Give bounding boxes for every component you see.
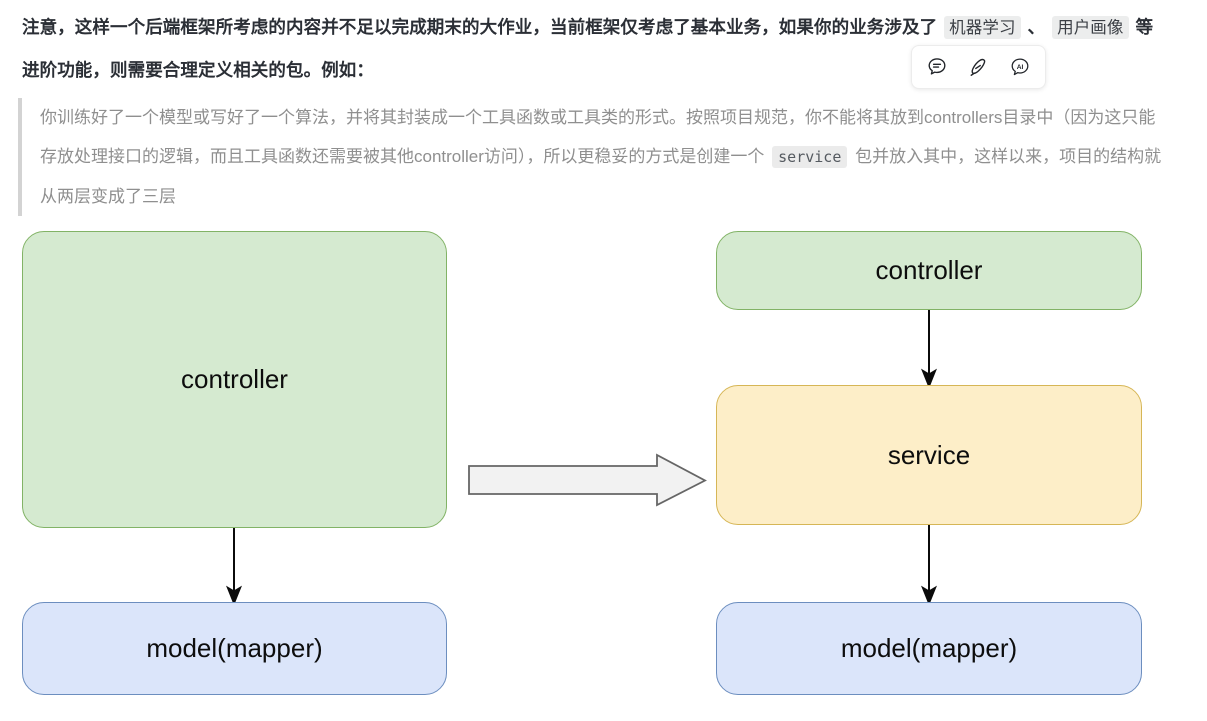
blockquote-part1: 你训练好了一个模型或写好了一个算法，并将其封装成一个工具函数或工具类的形式。按照…: [40, 108, 1156, 166]
node-label: controller: [181, 364, 288, 394]
node-right-model-mapper[interactable]: model(mapper): [716, 602, 1142, 695]
blockquote: 你训练好了一个模型或写好了一个算法，并将其封装成一个工具函数或工具类的形式。按照…: [18, 98, 1168, 216]
feather-icon[interactable]: [961, 50, 995, 84]
node-right-controller[interactable]: controller: [716, 231, 1142, 310]
intro-paragraph: 注意，这样一个后端框架所考虑的内容并不足以完成期末的大作业，当前框架仅考虑了基本…: [22, 6, 1160, 91]
node-label: model(mapper): [840, 633, 1018, 663]
intro-text-part2: 等进阶功能，则需要合理定义相关的包。例如：: [22, 17, 1154, 80]
inline-code-service: service: [772, 146, 848, 168]
node-right-service[interactable]: service: [716, 385, 1142, 525]
document-toolbar[interactable]: AI: [911, 45, 1046, 89]
intro-text-part1: 注意，这样一个后端框架所考虑的内容并不足以完成期末的大作业，当前框架仅考虑了基本…: [22, 17, 943, 37]
blockquote-text: 你训练好了一个模型或写好了一个算法，并将其封装成一个工具函数或工具类的形式。按照…: [40, 98, 1168, 216]
node-left-model-mapper[interactable]: model(mapper): [22, 602, 447, 695]
node-label: controller: [875, 255, 983, 285]
blockquote-part2: 包并放入其中，这样以来，项目的结构就从两层变成了三层: [40, 147, 1162, 206]
intro-separator: 、: [1022, 17, 1051, 37]
comment-icon[interactable]: [920, 50, 954, 84]
svg-text:AI: AI: [1017, 64, 1024, 71]
block-arrow-right-icon: [468, 453, 707, 507]
inline-code-user-profile: 用户画像: [1052, 16, 1129, 39]
ai-icon[interactable]: AI: [1003, 50, 1037, 84]
node-label: service: [887, 439, 971, 470]
node-left-controller[interactable]: controller: [22, 231, 447, 528]
node-label: model(mapper): [146, 633, 323, 663]
inline-code-machine-learning: 机器学习: [944, 16, 1021, 39]
